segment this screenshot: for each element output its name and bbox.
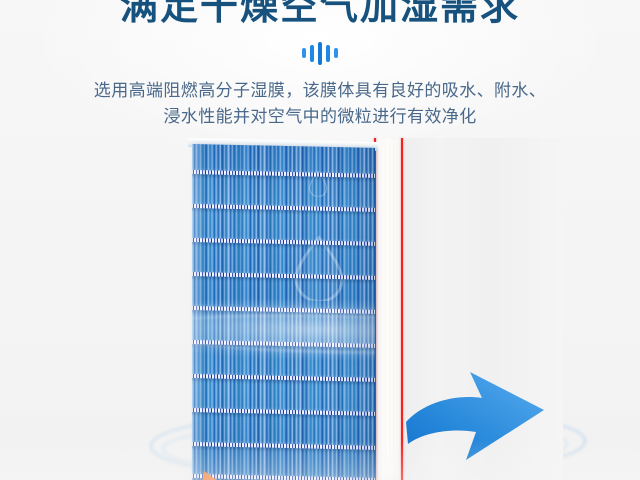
water-droplet-icon: [292, 234, 346, 302]
wave-bar-4: [326, 44, 330, 62]
subtitle-block: 选用高端阻燃高分子湿膜，该膜体具有良好的吸水、附水、 浸水性能并对空气中的微粒进…: [0, 78, 640, 130]
product-illustration: [0, 130, 640, 480]
sound-wave-icon: [0, 40, 640, 66]
subtitle-line-2: 浸水性能并对空气中的微粒进行有效净化: [163, 107, 477, 126]
page-title: 满足干燥空气加湿需求: [119, 0, 520, 28]
wave-bar-2: [310, 44, 314, 62]
humid-air-outflow-arrow: [404, 358, 549, 470]
dry-air-inflow-arrow: [82, 468, 247, 480]
edge-line-outer: [401, 138, 403, 480]
wave-bar-3: [318, 41, 322, 65]
side-panel-white: [377, 138, 403, 480]
edge-line-inner: [374, 138, 376, 480]
wave-bar-5: [334, 48, 338, 58]
humidifier-wet-film-panel: [192, 144, 375, 480]
panel-shading: [192, 144, 375, 480]
wave-bar-1: [302, 48, 306, 58]
subtitle-line-1: 选用高端阻燃高分子湿膜，该膜体具有良好的吸水、附水、: [93, 81, 547, 100]
water-droplet-small-icon: [308, 170, 328, 197]
